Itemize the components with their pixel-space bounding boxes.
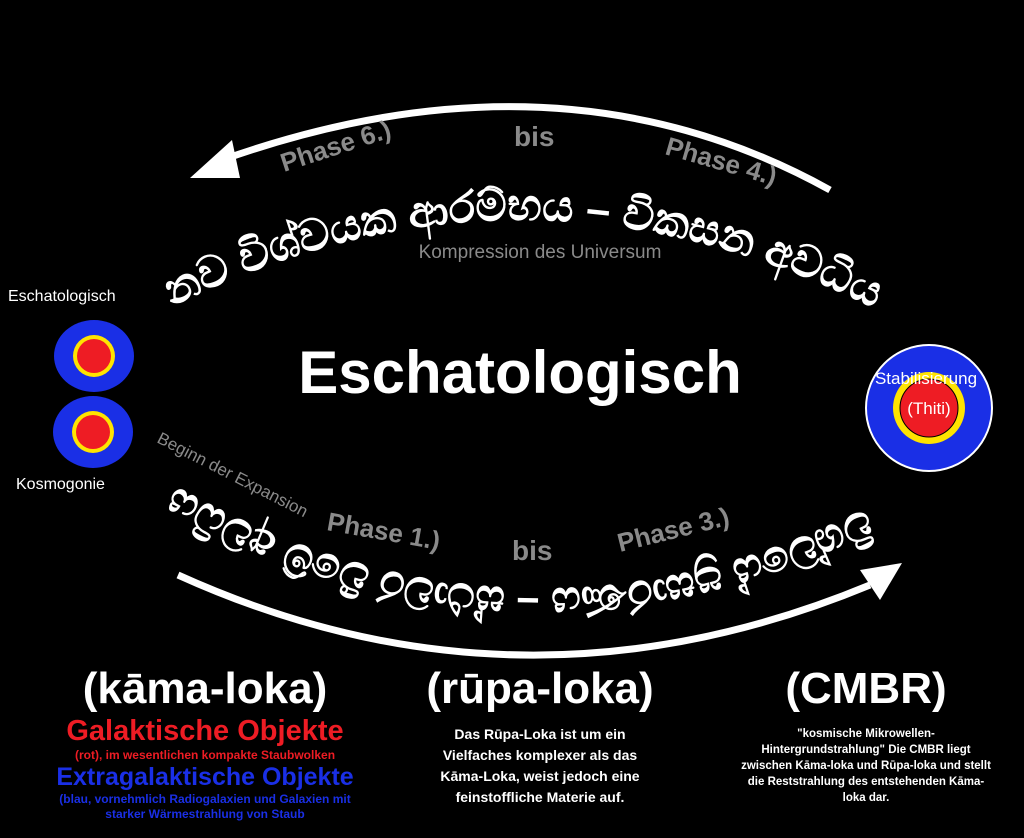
phase-1-label: Phase 1.) <box>325 506 443 555</box>
top-arrowhead-icon <box>190 140 240 178</box>
kama-loka-column: (kāma-loka) Galaktische Objekte (rot), i… <box>10 664 400 822</box>
bottom-arc-arrow <box>176 571 872 659</box>
bottom-arrowhead-icon <box>860 563 902 600</box>
kosmogonie-node <box>53 396 133 468</box>
bottom-bis-label: bis <box>512 535 552 566</box>
stabilisierung-label: Stabilisierung <box>875 369 977 388</box>
kama-loka-heading: (kāma-loka) <box>82 664 328 713</box>
top-bis-label: bis <box>514 121 554 152</box>
extragalactic-objects-title: Extragalaktische Objekte <box>56 763 354 791</box>
cmbr-heading: (CMBR) <box>785 664 947 713</box>
page-title: Eschatologisch <box>298 339 742 406</box>
galactic-objects-text: (rot), im wesentlichen kompakte Staubwol… <box>74 748 336 762</box>
phase-3-label: Phase 3.) <box>614 501 732 558</box>
rupa-loka-text: Das Rūpa-Loka ist um ein Vielfaches komp… <box>440 726 640 805</box>
top-arc-arrow <box>220 103 832 194</box>
eschatologisch-node <box>54 320 134 392</box>
thiti-label: (Thiti) <box>907 399 950 418</box>
compression-caption: Kompression des Universum <box>419 242 662 263</box>
rupa-loka-column: (rūpa-loka) Das Rūpa-Loka ist um ein Vie… <box>405 664 675 808</box>
extragalactic-objects-text: (blau, vornehmlich Radiogalaxien und Gal… <box>59 792 351 821</box>
cmbr-column: (CMBR) "kosmische Mikrowellen-Hintergrun… <box>738 664 994 806</box>
kosmogonie-label: Kosmogonie <box>16 476 105 493</box>
stabilisierung-node <box>865 344 993 472</box>
rupa-loka-heading: (rūpa-loka) <box>426 664 654 713</box>
galactic-objects-title: Galaktische Objekte <box>66 715 344 747</box>
eschatologisch-label: Eschatologisch <box>8 288 116 305</box>
cmbr-text: "kosmische Mikrowellen-Hintergrundstrahl… <box>741 728 991 804</box>
